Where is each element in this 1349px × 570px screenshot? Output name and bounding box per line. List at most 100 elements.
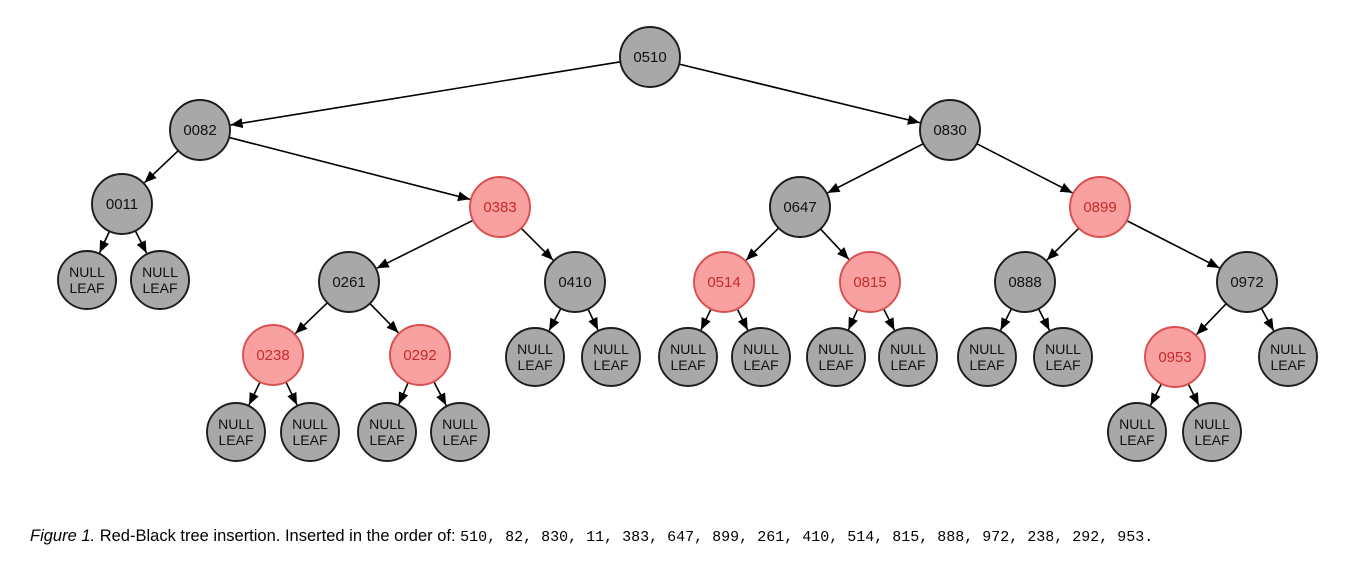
node-circle [731,327,791,387]
tree-edge-0383-0410 [520,227,554,261]
node-label-text: 0011 [106,196,138,213]
red-black-tree-diagram: 0510 0082 0830 0011 0383 0647 0899 0261 0410 0514… [57,26,1318,462]
node-label-text: 0647 [783,199,816,216]
tree-node-0238: 0238 [242,324,304,386]
tree-edge-0647-0514 [745,227,780,261]
node-circle [57,250,117,310]
tree-node-0292: 0292 [389,324,451,386]
tree-edge-0238-leaf-0238-r [285,381,298,406]
node-circle [658,327,718,387]
node-label-text: 0261 [332,274,365,291]
tree-edge-0815-leaf-0815-l [847,308,859,331]
node-circle [693,251,755,313]
node-label-text: 0888 [1008,274,1041,291]
node-label-text: 0830 [933,122,966,139]
caption-text: Red-Black tree insertion. Inserted in th… [95,527,461,545]
node-circle [1033,327,1093,387]
node-circle [919,99,981,161]
node-circle [91,173,153,235]
tree-node-0514: 0514 [693,251,755,313]
tree-edge-0815-leaf-0815-r [882,308,896,331]
node-circle [469,176,531,238]
node-circle [505,327,565,387]
tree-node-0830: 0830 [919,99,981,161]
tree-edge-0410-leaf-0410-r [587,308,599,331]
tree-edge-0899-0888 [1046,227,1080,261]
node-label-text: 0383 [483,199,516,216]
tree-edge-0953-leaf-0953-l [1149,383,1163,406]
tree-edge-0830-0899 [976,142,1073,194]
node-circle [1069,176,1131,238]
node-circle [169,99,231,161]
tree-node-0383: 0383 [469,176,531,238]
tree-node-0082: 0082 [169,99,231,161]
node-circle [389,324,451,386]
tree-node-0953: 0953 [1144,326,1206,388]
tree-edge-0899-0972 [1126,219,1220,269]
tree-edge-0082-0383 [228,136,471,202]
node-circle [280,402,340,462]
node-label-text: 0238 [256,347,289,364]
tree-node-0888: 0888 [994,251,1056,313]
tree-node-0815: 0815 [839,251,901,313]
tree-edge-0510-0082 [230,61,621,129]
node-circle [430,402,490,462]
node-circle [878,327,938,387]
tree-edge-0011-leaf-0011-l [98,230,111,254]
tree-edge-0972-leaf-0972-r [1260,307,1275,332]
node-label-text: 0082 [183,122,216,139]
tree-edge-0292-leaf-0292-r [433,381,447,406]
node-circle [318,251,380,313]
node-label-text: 0514 [707,274,740,291]
tree-edge-0383-0261 [376,219,474,269]
node-circle [206,402,266,462]
tree-edge-0953-leaf-0953-r [1187,383,1200,406]
tree-node-0647: 0647 [769,176,831,238]
node-circle [242,324,304,386]
node-label-text: 0292 [403,347,436,364]
tree-node-0899: 0899 [1069,176,1131,238]
tree-edge-0830-0647 [827,142,924,194]
node-circle [769,176,831,238]
tree-edge-0647-0815 [819,228,850,260]
tree-edge-0888-leaf-0888-r [1037,308,1051,331]
node-circle [839,251,901,313]
tree-edge-0082-0011 [143,150,179,184]
tree-node-0410: 0410 [544,251,606,313]
node-circle [957,327,1017,387]
node-circle [357,402,417,462]
tree-node-0261: 0261 [318,251,380,313]
node-circle [1216,251,1278,313]
node-circle [806,327,866,387]
node-label-text: 0410 [558,274,591,291]
tree-nodes-layer: 0510 0082 0830 0011 0383 0647 0899 0261 0410 0514… [57,26,1318,462]
node-circle [619,26,681,88]
tree-edges-layer [98,61,1275,406]
node-circle [1107,402,1167,462]
tree-node-0510: 0510 [619,26,681,88]
node-circle [1144,326,1206,388]
